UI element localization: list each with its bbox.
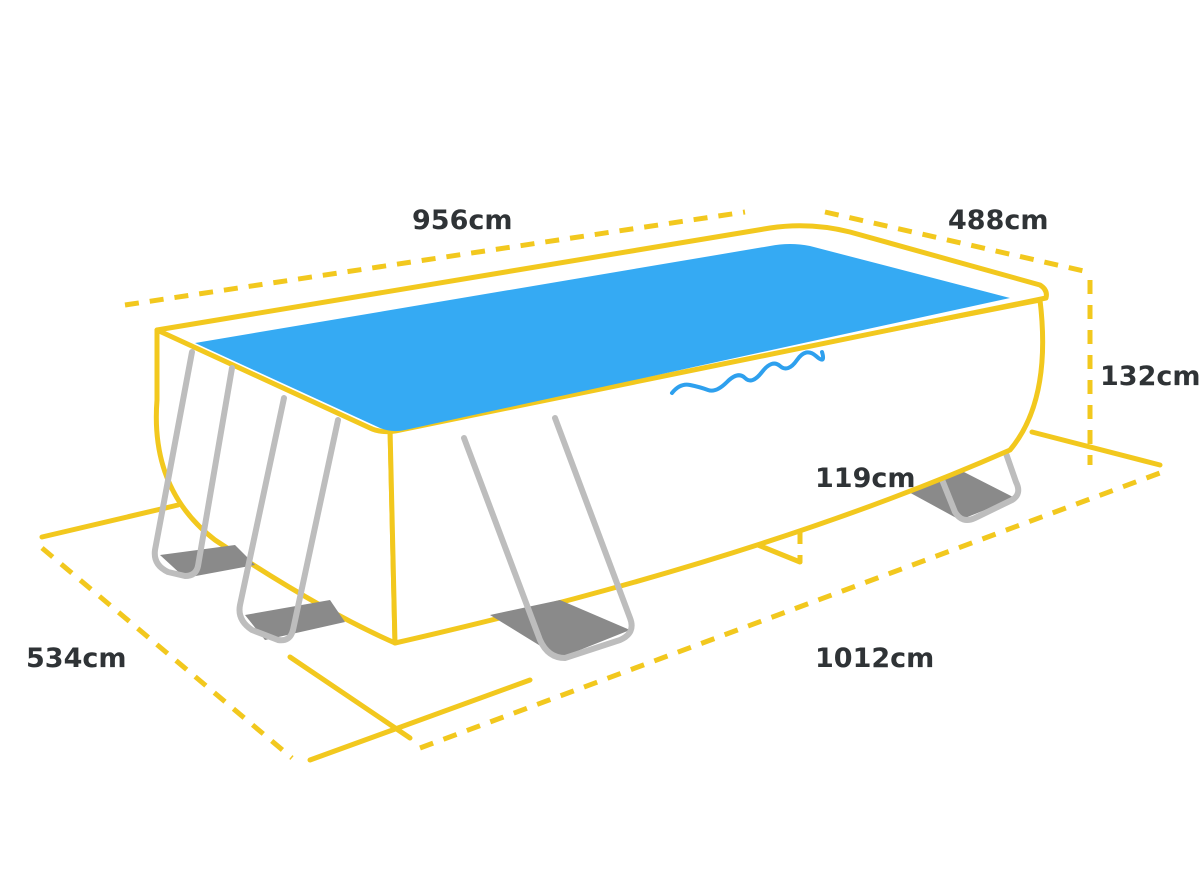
ground-line-left — [39, 502, 181, 540]
foot-shadow-front-middle — [490, 600, 630, 658]
pool-body — [153, 223, 1049, 646]
label-base-width: 534cm — [26, 643, 127, 674]
front-legs — [151, 349, 635, 661]
label-top-width: 488cm — [948, 205, 1049, 236]
ground-line-right — [1029, 429, 1163, 468]
dash-base-length — [419, 467, 1169, 751]
water-wave-icon — [670, 350, 826, 395]
ground-line-front-left — [287, 654, 413, 741]
ground-line-front-bottom — [307, 677, 533, 763]
dimension-labels: 956cm 488cm 132cm 119cm 534cm 1012cm — [26, 205, 1200, 674]
leg-left-1 — [151, 349, 235, 579]
dash-top-length — [124, 209, 746, 308]
leg-back-right — [883, 319, 1022, 523]
ground-line-water-base — [755, 542, 803, 565]
dash-top-width — [824, 209, 1089, 275]
label-water-depth: 119cm — [815, 463, 916, 494]
label-top-length: 956cm — [412, 205, 513, 236]
dash-base-width — [40, 546, 294, 760]
foot-shadow-left-1 — [160, 545, 255, 578]
leg-left-2 — [236, 395, 341, 644]
water-surface — [195, 244, 1010, 432]
leg-front-middle — [461, 415, 635, 661]
label-base-length: 1012cm — [815, 643, 934, 674]
label-outer-height: 132cm — [1100, 361, 1200, 392]
ground-lines — [39, 429, 1163, 763]
